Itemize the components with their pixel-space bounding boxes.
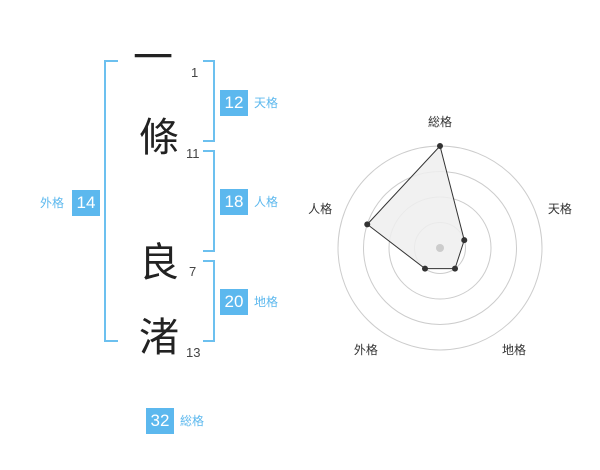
stroke-count-2: 11 — [186, 146, 200, 161]
radar-point-5 — [364, 221, 371, 228]
name-char-3: 良 — [139, 240, 179, 286]
stroke-count-1: 1 — [191, 65, 199, 80]
gaikaku-label: 外格 — [40, 196, 65, 210]
radar-point-2 — [461, 237, 468, 244]
chikaku-value: 20 — [220, 289, 248, 315]
radar-axis-label-4: 外格 — [354, 342, 378, 357]
jinkaku-bracket — [203, 150, 215, 252]
jinkaku-value: 18 — [220, 189, 248, 215]
name-char-4: 渚 — [139, 315, 179, 361]
soukaku-label: 総格 — [180, 414, 205, 428]
chikaku-label: 地格 — [254, 295, 279, 309]
jinkaku-label: 人格 — [254, 195, 279, 209]
radar-point-4 — [422, 265, 429, 272]
name-char-2: 條 — [139, 115, 179, 161]
gaikaku-bracket — [104, 60, 118, 342]
radar-polygon — [366, 144, 465, 270]
radar-axis-label-2: 天格 — [548, 201, 572, 216]
tenkaku-bracket — [203, 60, 215, 142]
name-char-1: 一 — [133, 35, 173, 81]
tenkaku-label: 天格 — [254, 96, 279, 110]
gaikaku-value: 14 — [72, 190, 100, 216]
chikaku-bracket — [203, 260, 215, 342]
stroke-count-4: 13 — [186, 345, 201, 360]
radar-axis-label-5: 人格 — [308, 201, 332, 216]
radar-point-3 — [451, 265, 458, 272]
radar-point-1 — [437, 143, 443, 149]
stroke-count-3: 7 — [189, 264, 197, 279]
radar-axis-label-1: 総格 — [428, 114, 452, 129]
soukaku-value: 32 — [146, 408, 174, 434]
radar-axis-label-3: 地格 — [502, 342, 526, 357]
radar-center-dot — [436, 244, 444, 252]
tenkaku-value: 12 — [220, 90, 248, 116]
